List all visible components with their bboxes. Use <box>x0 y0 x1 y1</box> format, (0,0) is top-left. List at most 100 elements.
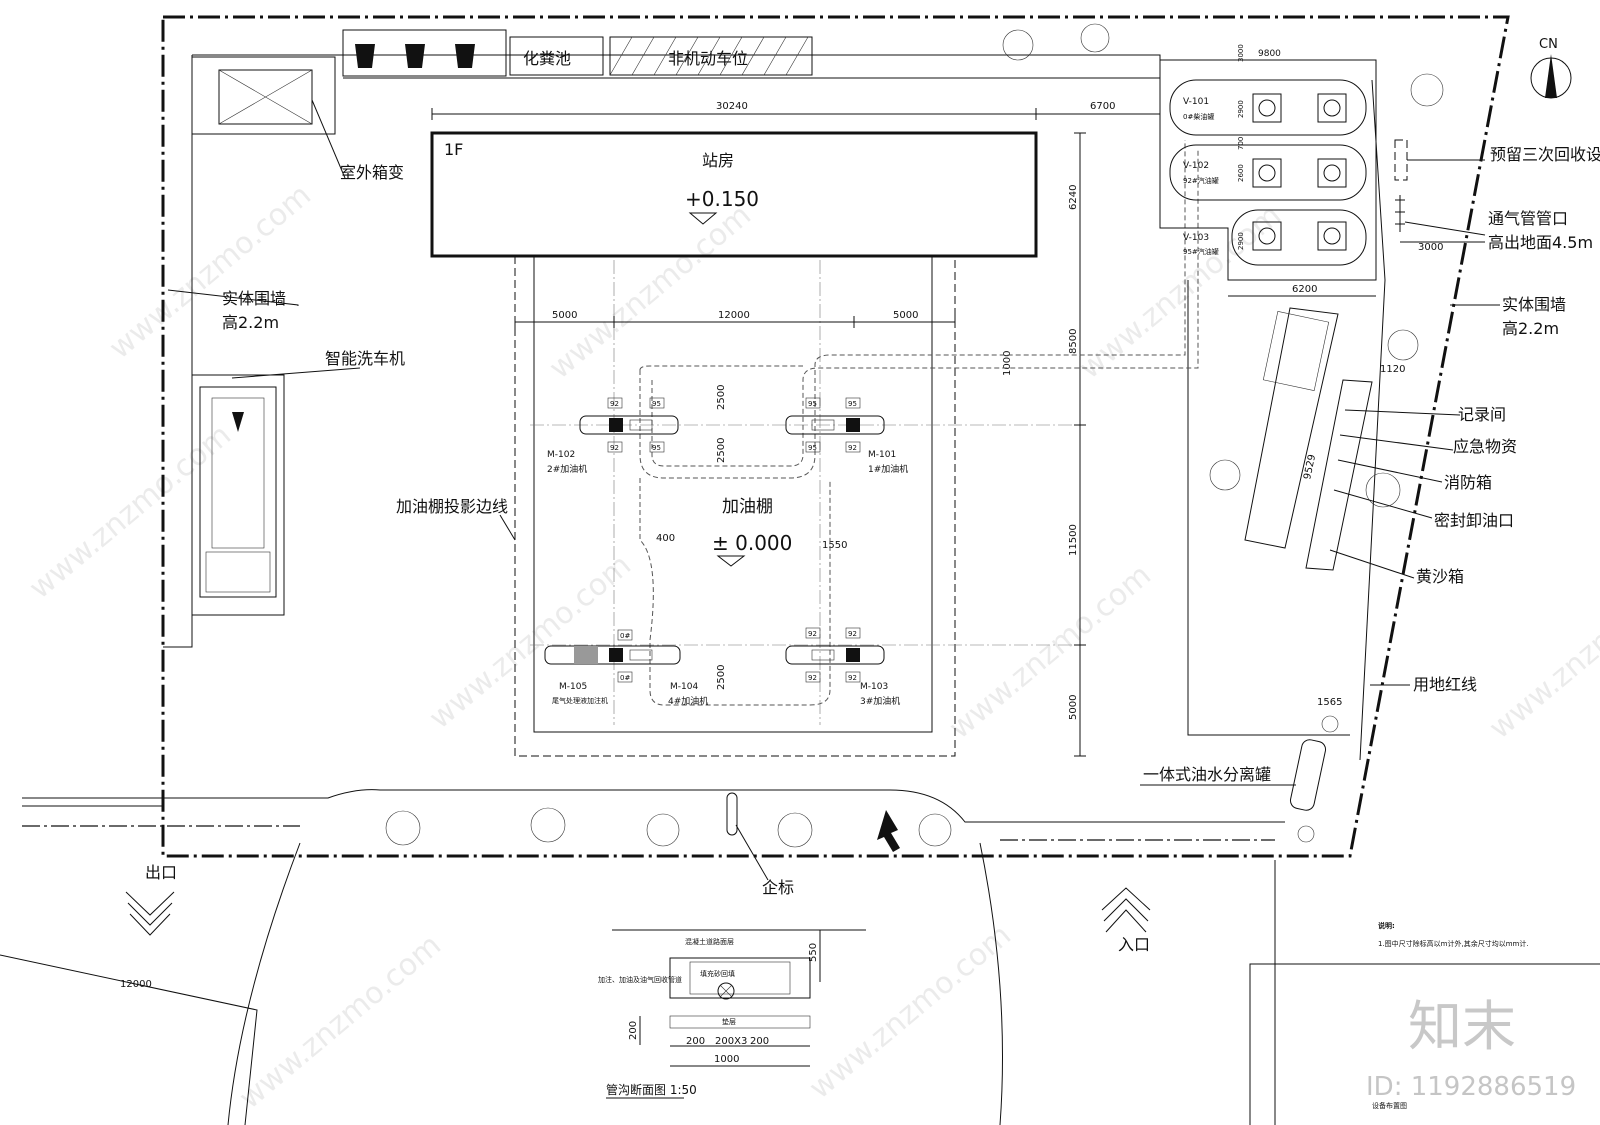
landscape-trees <box>385 23 1444 848</box>
dispenser-id: M-105 <box>559 682 587 692</box>
sign-label: 企标 <box>762 878 794 897</box>
tank-desc: 95#汽油罐 <box>1183 247 1219 256</box>
svg-text:92: 92 <box>610 444 619 452</box>
elevation-marker <box>688 212 718 225</box>
dim-1550: 1550 <box>822 540 847 551</box>
truck-dim: 9529 <box>1302 453 1318 480</box>
wall-right-label-2: 高2.2m <box>1502 319 1559 338</box>
dispenser-id: M-103 <box>860 682 888 692</box>
north-label: CN <box>1539 37 1558 52</box>
trash-bin-icon <box>455 44 475 68</box>
svg-text:95: 95 <box>652 400 661 408</box>
dispenser-m103: 92 92 92 92 M-103 3#加油机 <box>785 627 900 707</box>
svg-text:95: 95 <box>808 400 817 408</box>
building-name: 站房 <box>702 151 734 170</box>
section-fill: 填充砂回填 <box>700 969 735 978</box>
pipe-trench-section: 混凝土道路面层 填充砂回填 加注、加油及油气回收管道 垫层 550 200 20… <box>598 929 866 1099</box>
car-wash: 智能洗车机 <box>191 349 405 616</box>
dim-2500-a: 2500 <box>716 385 727 410</box>
trash-bin-icon <box>405 44 425 68</box>
station-building: 1F 站房 +0.150 <box>430 131 1038 258</box>
dim-1000: 1000 <box>1002 351 1013 376</box>
road-dim: 12000 <box>120 979 152 990</box>
wall-left-label-2: 高2.2m <box>222 313 279 332</box>
floor-label: 1F <box>444 140 463 159</box>
section-dim-total: 1000 <box>714 1054 739 1065</box>
svg-text:95: 95 <box>848 400 857 408</box>
right-labels: 预留三次回收设 通气管管口 高出地面4.5m 3000 实体围墙 高2.2m 1… <box>1140 139 1600 843</box>
logo-id: ID: 1192886519 <box>1366 1072 1576 1102</box>
svg-text:95: 95 <box>808 444 817 452</box>
inner-wall-left <box>163 55 193 648</box>
tank-id: V-101 <box>1183 97 1209 107</box>
inner-wall-right <box>1359 79 1386 761</box>
car-wash-label: 智能洗车机 <box>325 349 405 368</box>
svg-text:200: 200 <box>750 1036 769 1047</box>
tank-area: V-101 0#柴油罐 V-102 92#汽油罐 V-103 95#汽油罐 29… <box>1159 44 1377 297</box>
fire-box-label: 消防箱 <box>1444 473 1492 492</box>
svg-text:3000: 3000 <box>1237 44 1245 62</box>
vent-dim: 3000 <box>1418 242 1443 253</box>
notes-line-1: 1.图中尺寸除标高以m计外,其余尺寸均以mm计. <box>1378 939 1529 948</box>
dispenser-desc: 2#加油机 <box>547 463 587 475</box>
watermark-text: www.znzmo.com <box>543 198 758 387</box>
building-elevation: +0.150 <box>685 187 759 211</box>
section-dim-200: 200 <box>628 1021 639 1040</box>
watermark-text: www.znzmo.com <box>943 558 1158 747</box>
exit-label: 出口 <box>145 863 177 882</box>
svg-text:92: 92 <box>848 444 857 452</box>
svg-text:0#: 0# <box>620 674 630 682</box>
canopy-edge-label: 加油棚投影边线 <box>396 497 508 516</box>
tank-v101 <box>1169 79 1367 136</box>
notes: 说明: 1.图中尺寸除标高以m计外,其余尺寸均以mm计. 设备布置图 <box>1249 921 1600 1125</box>
wall-left-leader <box>167 289 299 306</box>
dispenser-m105: M-105 尾气处理液加注机 <box>544 645 681 705</box>
separator-dim: 1565 <box>1317 697 1342 708</box>
dim-canopy-right-2: 11500 <box>1068 524 1079 556</box>
top-strip: 化粪池 非机动车位 <box>342 29 813 77</box>
site-boundary <box>161 15 1510 858</box>
dispenser-desc: 4#加油机 <box>668 695 708 707</box>
dispenser-m104: 0# 0# M-104 4#加油机 <box>609 629 708 707</box>
notes-title: 说明: <box>1378 921 1395 930</box>
dim-canopy-top-2: 12000 <box>718 310 750 321</box>
dim-canopy-top-3: 5000 <box>893 310 918 321</box>
separator-label: 一体式油水分离罐 <box>1143 765 1271 784</box>
tank-id: V-103 <box>1183 233 1209 243</box>
trash-bin-icon <box>355 44 375 68</box>
record-room-label: 记录间 <box>1458 405 1506 424</box>
dim-400: 400 <box>656 533 675 544</box>
svg-text:6200: 6200 <box>1292 284 1317 295</box>
dim-2500-b: 2500 <box>716 438 727 463</box>
sand-box-label: 黄沙箱 <box>1416 567 1464 586</box>
transformer-label: 室外箱变 <box>340 163 404 182</box>
unload-port-label: 密封卸油口 <box>1434 511 1514 530</box>
svg-text:2900: 2900 <box>1237 232 1245 250</box>
dispenser-id: M-102 <box>547 450 575 460</box>
canopy-name: 加油棚 <box>722 497 773 517</box>
tank-v103 <box>1231 209 1367 266</box>
watermark-text: www.znzmo.com <box>1483 558 1600 747</box>
logo-text: 知末 <box>1408 995 1516 1058</box>
septic-tank <box>509 36 604 76</box>
svg-text:2900: 2900 <box>1237 100 1245 118</box>
watermark-text: www.znzmo.com <box>23 418 238 607</box>
emergency-label: 应急物资 <box>1453 437 1517 456</box>
building-dims: 30240 6700 6240 <box>431 101 1161 256</box>
dim-1120: 1120 <box>1380 364 1405 375</box>
svg-text:700: 700 <box>1237 137 1245 150</box>
section-pipes: 加注、加油及油气回收管道 <box>598 975 682 984</box>
section-title: 管沟断面图 1:50 <box>606 1082 697 1097</box>
trash-bins <box>342 29 507 77</box>
apron-edge <box>1187 280 1350 736</box>
logo-watermark: 知末 ID: 1192886519 <box>1366 995 1576 1102</box>
road: 12000 企标 出口 入口 <box>0 789 1285 1125</box>
dispenser-desc: 1#加油机 <box>868 463 908 475</box>
outdoor-transformer: 室外箱变 <box>191 56 404 182</box>
svg-text:9800: 9800 <box>1258 49 1281 59</box>
dispenser-desc: 尾气处理液加注机 <box>552 696 608 705</box>
vent-label-1: 通气管管口 <box>1488 209 1568 228</box>
watermark-text: www.znzmo.com <box>423 548 638 737</box>
dispenser-m101: 95 95 95 92 M-101 1#加油机 <box>785 397 908 475</box>
